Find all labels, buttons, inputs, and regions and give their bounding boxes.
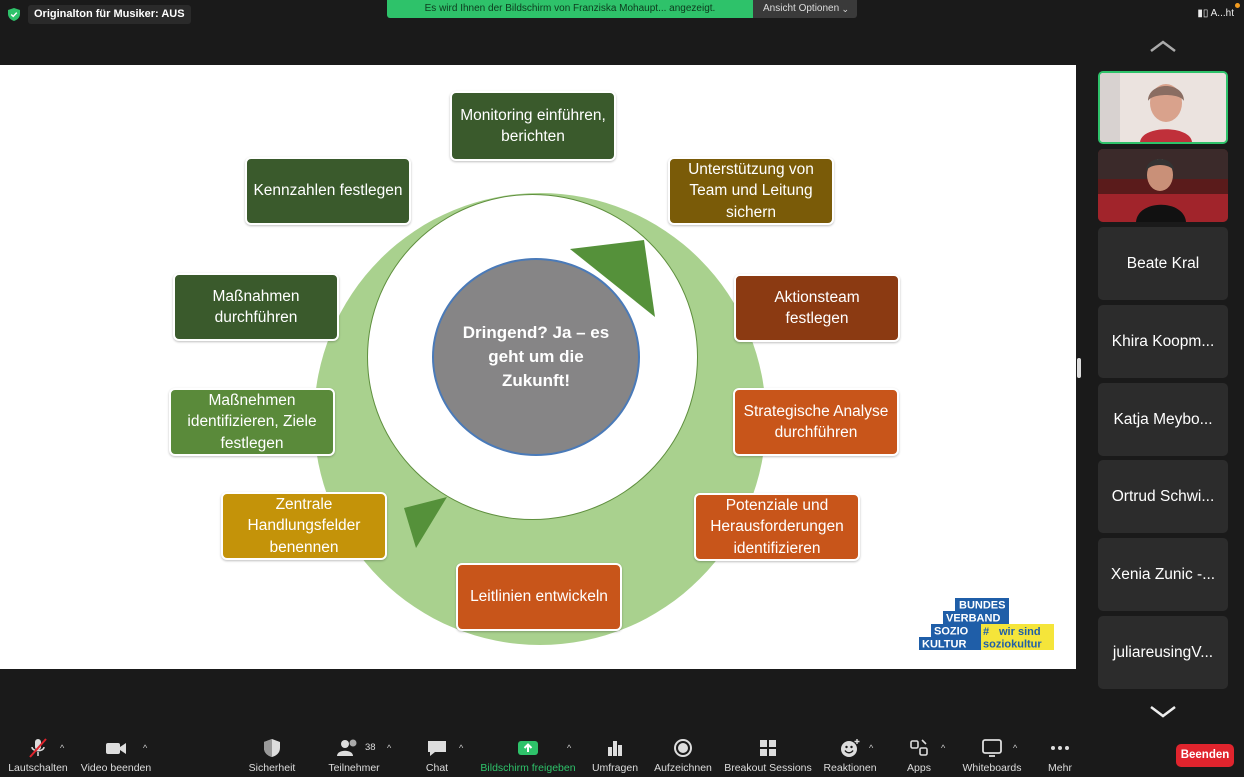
- original-audio-indicator[interactable]: Originalton für Musiker: AUS: [28, 5, 191, 24]
- participants-button[interactable]: Teilnehmer: [326, 737, 382, 774]
- step-box-monitoring: Monitoring einführen, berichten: [450, 91, 616, 161]
- polls-button[interactable]: Umfragen: [590, 737, 640, 774]
- participant-video: [1100, 73, 1226, 142]
- security-label: Sicherheit: [248, 762, 296, 774]
- participant-tile[interactable]: Khira Koopm...: [1098, 305, 1228, 378]
- participants-options-caret[interactable]: ^: [387, 743, 392, 753]
- step-box-fields: Zentrale Handlungsfelder benennen: [221, 492, 387, 560]
- chevron-down-icon[interactable]: [1148, 703, 1178, 719]
- whiteboards-label: Whiteboards: [962, 762, 1022, 774]
- top-bar: Originalton für Musiker: AUS Es wird Ihn…: [0, 0, 1244, 30]
- chat-bubble-icon: [428, 741, 446, 756]
- share-screen-button[interactable]: Bildschirm freigeben: [478, 737, 578, 774]
- stop-video-button[interactable]: Video beenden: [80, 737, 152, 774]
- apps-icon: [910, 739, 928, 756]
- svg-text:wir sind: wir sind: [998, 626, 1041, 638]
- bar-chart-icon: [608, 741, 622, 756]
- step-box-guidelines: Leitlinien entwickeln: [456, 563, 622, 631]
- shared-slide: Dringend? Ja – es geht um die Zukunft! M…: [0, 65, 1076, 669]
- reactions-label: Reaktionen: [823, 762, 877, 774]
- security-button[interactable]: Sicherheit: [246, 737, 298, 774]
- whiteboard-icon: [982, 739, 1002, 757]
- more-button[interactable]: Mehr: [1044, 737, 1076, 774]
- step-box-potentials: Potenziale und Herausforderungen identif…: [694, 493, 860, 561]
- whiteboards-button[interactable]: Whiteboards: [960, 737, 1024, 774]
- record-button[interactable]: Aufzeichnen: [652, 737, 714, 774]
- breakout-label: Breakout Sessions: [724, 762, 812, 774]
- view-layout-icon: ▮▯: [1197, 8, 1209, 19]
- participant-tile[interactable]: Ortrud Schwi...: [1098, 460, 1228, 533]
- view-options-label: Ansicht Optionen: [763, 3, 840, 14]
- end-meeting-button[interactable]: Beenden: [1176, 744, 1234, 767]
- mute-options-caret[interactable]: ^: [60, 743, 65, 753]
- shield-icon: [264, 739, 280, 757]
- share-screen-icon: [518, 741, 538, 755]
- notification-dot: [1235, 3, 1240, 8]
- view-toggle-button[interactable]: ▮▯ A...ht: [1197, 3, 1240, 19]
- reactions-button[interactable]: Reaktionen: [822, 737, 878, 774]
- apps-button[interactable]: Apps: [901, 737, 937, 774]
- bundesverband-soziokultur-logo: BUNDES VERBAND SOZIO KULTUR # wir sind s…: [919, 598, 1054, 650]
- participant-video: [1098, 149, 1228, 222]
- participant-video-tile-2[interactable]: [1098, 149, 1228, 222]
- view-options-button[interactable]: Ansicht Optionen ⌄: [753, 0, 857, 18]
- record-label: Aufzeichnen: [654, 762, 712, 774]
- meeting-toolbar: Lautschalten ^ Video beenden ^ Sicherhei…: [0, 733, 1244, 777]
- participant-tile[interactable]: juliareusingV...: [1098, 616, 1228, 689]
- apps-options-caret[interactable]: ^: [941, 743, 946, 753]
- step-box-action-team: Aktionsteam festlegen: [734, 274, 900, 342]
- video-label: Video beenden: [80, 762, 152, 774]
- microphone-muted-icon: [29, 738, 47, 758]
- mute-label: Lautschalten: [8, 762, 68, 774]
- chat-label: Chat: [425, 762, 449, 774]
- security-shield-icon[interactable]: [8, 8, 20, 21]
- panel-resize-handle[interactable]: [1077, 358, 1081, 378]
- view-toggle-label: A...ht: [1210, 8, 1234, 19]
- share-options-caret[interactable]: ^: [567, 743, 572, 753]
- more-dots-icon: [1051, 746, 1069, 750]
- screen-share-banner: Es wird Ihnen der Bildschirm von Franzis…: [387, 0, 753, 18]
- smiley-icon: [841, 739, 860, 757]
- center-circle: Dringend? Ja – es geht um die Zukunft!: [432, 258, 640, 456]
- cycle-arrow-head-bottom: [404, 497, 447, 548]
- svg-text:#: #: [983, 626, 989, 638]
- chevron-down-icon: ⌄: [841, 4, 849, 14]
- step-box-identify-measures: Maßnehmen identifizieren, Ziele festlege…: [169, 388, 335, 456]
- participants-icon: [337, 739, 357, 756]
- participant-tile[interactable]: Xenia Zunic -...: [1098, 538, 1228, 611]
- cycle-arrows: [404, 240, 655, 548]
- svg-text:KULTUR: KULTUR: [922, 639, 966, 651]
- share-label: Bildschirm freigeben: [480, 762, 576, 774]
- participants-count: 38: [365, 742, 376, 753]
- more-label: Mehr: [1048, 762, 1072, 774]
- svg-text:SOZIO: SOZIO: [934, 626, 969, 638]
- chat-button[interactable]: Chat: [417, 737, 457, 774]
- video-options-caret[interactable]: ^: [143, 743, 148, 753]
- whiteboards-options-caret[interactable]: ^: [1013, 743, 1018, 753]
- cycle-arrow-head-top: [570, 240, 655, 317]
- step-box-do-measures: Maßnahmen durchführen: [173, 273, 339, 341]
- svg-text:BUNDES: BUNDES: [959, 600, 1005, 612]
- svg-text:soziokultur: soziokultur: [983, 639, 1042, 651]
- step-box-strategic-analysis: Strategische Analyse durchführen: [733, 388, 899, 456]
- chat-options-caret[interactable]: ^: [459, 743, 464, 753]
- svg-text:VERBAND: VERBAND: [946, 613, 1000, 625]
- participant-video-tile-self[interactable]: [1098, 71, 1228, 144]
- polls-label: Umfragen: [591, 762, 639, 774]
- participant-tile[interactable]: Katja Meybo...: [1098, 383, 1228, 456]
- participant-tile[interactable]: Beate Kral: [1098, 227, 1228, 300]
- breakout-grid-icon: [760, 740, 776, 756]
- apps-label: Apps: [907, 762, 931, 774]
- participants-label: Teilnehmer: [328, 762, 380, 774]
- reactions-options-caret[interactable]: ^: [869, 743, 874, 753]
- chevron-up-icon[interactable]: [1148, 38, 1178, 54]
- step-box-support: Unterstützung von Team und Leitung siche…: [668, 157, 834, 225]
- step-box-kpis: Kennzahlen festlegen: [245, 157, 411, 225]
- video-camera-icon: [106, 743, 126, 754]
- record-icon: [674, 739, 692, 757]
- mute-button[interactable]: Lautschalten: [6, 737, 70, 774]
- breakout-sessions-button[interactable]: Breakout Sessions: [724, 737, 812, 774]
